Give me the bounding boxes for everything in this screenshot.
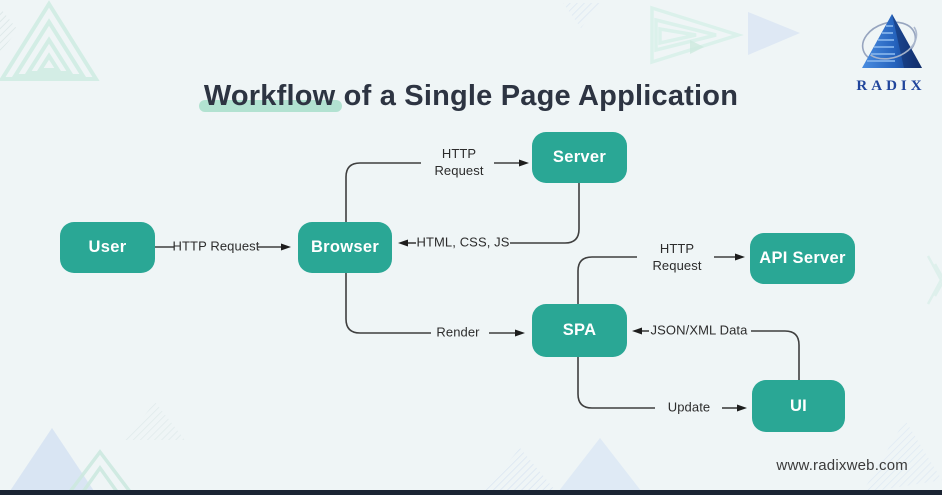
edge-label-browser-spa: Render	[436, 324, 480, 340]
node-api-server: API Server	[750, 233, 855, 284]
edge-label-spa-ui: Update	[667, 399, 711, 415]
node-user: User	[60, 222, 155, 273]
node-spa: SPA	[532, 304, 627, 357]
edge-label-ui-spa: JSON/XML Data	[650, 322, 748, 338]
page-title: Workflow of a Single Page Application	[0, 80, 942, 113]
title-rest: of a Single Page Application	[335, 80, 739, 113]
node-ui: UI	[752, 380, 845, 432]
edge-label-spa-api-server: HTTP Request	[652, 241, 702, 273]
node-browser: Browser	[298, 222, 392, 273]
node-server: Server	[532, 132, 627, 183]
radix-logo: RADIX	[856, 14, 925, 94]
website-url: www.radixweb.com	[776, 457, 908, 474]
edge-label-server-browser: HTML, CSS, JS	[416, 234, 510, 250]
title-highlighted-word: Workflow	[203, 80, 336, 113]
edge-label-browser-server: HTTP Request	[434, 146, 484, 178]
radix-logo-pyramid-icon	[861, 14, 922, 68]
footer-bar	[0, 490, 942, 495]
edge-label-user-browser: HTTP Request	[172, 238, 260, 254]
radix-logo-text: RADIX	[856, 78, 925, 94]
